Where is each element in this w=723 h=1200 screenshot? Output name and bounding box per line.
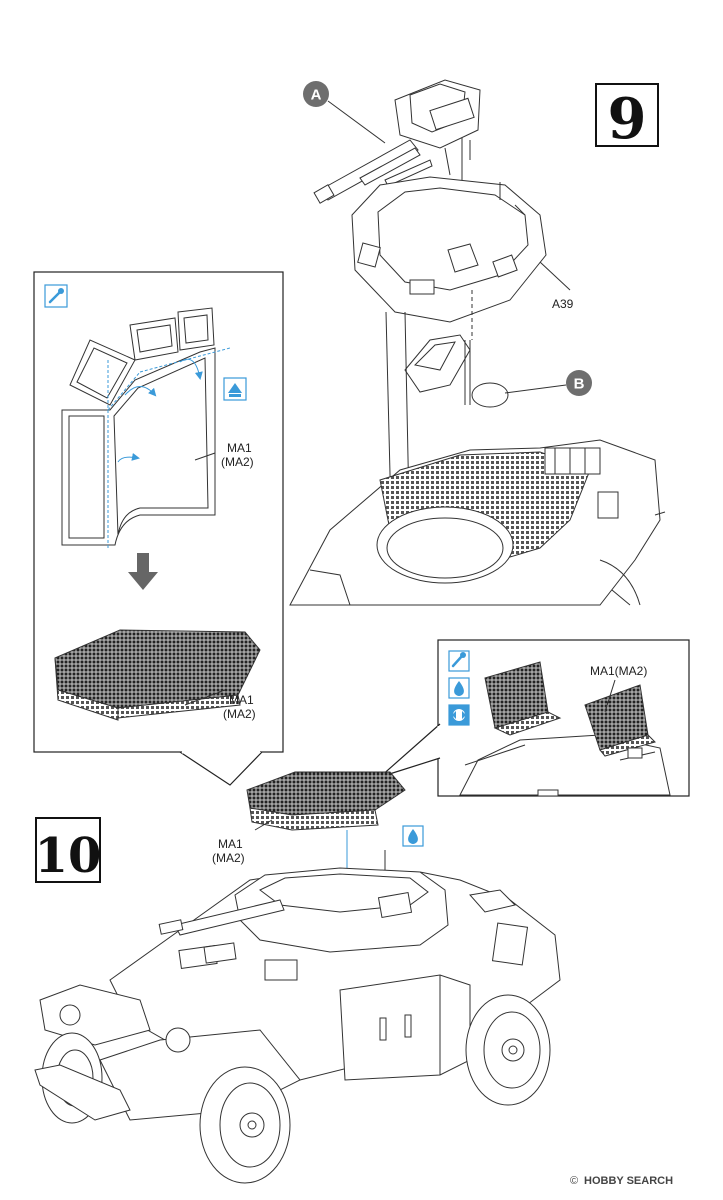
callout-b: B: [504, 370, 592, 396]
step-9-number: 9: [608, 86, 647, 152]
glue-icon: [448, 677, 470, 699]
arrow-down-icon: [128, 553, 158, 590]
svg-text:A: A: [311, 87, 322, 104]
part-a39-label: A39: [552, 297, 574, 311]
bend-icon: [44, 284, 68, 308]
svg-text:B: B: [574, 376, 585, 393]
ma2-detail-label: (MA2): [221, 455, 254, 469]
raise-icon: [223, 377, 247, 401]
callout-a: A: [303, 81, 386, 144]
turret-part-a39: [351, 176, 547, 323]
watermark-text: HOBBY SEARCH: [584, 1175, 673, 1187]
step-10-number: 10: [35, 828, 102, 884]
gun-mount-assembly: [313, 79, 481, 204]
mesh-sheet-flat: [61, 307, 216, 546]
ma2-mesh-label: (MA2): [223, 707, 256, 721]
mesh-part-step10: [246, 771, 406, 831]
fold-lines: [107, 347, 231, 548]
inset-vehicle: [459, 661, 671, 797]
bend-icon-inset: [448, 650, 470, 672]
step-9-badge: 9: [595, 83, 659, 152]
ma1-step10-label: MA1: [218, 837, 243, 851]
flip-icon: [448, 704, 470, 726]
ma1-mesh-label: MA1: [229, 693, 254, 707]
ma2-step10-label: (MA2): [212, 851, 245, 865]
hull-step9: [289, 439, 666, 606]
armored-car-step10: [34, 850, 561, 1184]
step-10-badge: 10: [35, 817, 102, 884]
seat-assembly: [404, 290, 509, 408]
svg-text:©: ©: [570, 1175, 578, 1187]
ma1-detail-label: MA1: [227, 441, 252, 455]
watermark: © HOBBY SEARCH: [570, 1175, 673, 1187]
a39-leader: [539, 261, 571, 291]
glue-icon-step10: [402, 825, 424, 847]
mesh-formed: [54, 629, 261, 721]
ma1-inset-label: MA1(MA2): [590, 664, 647, 678]
